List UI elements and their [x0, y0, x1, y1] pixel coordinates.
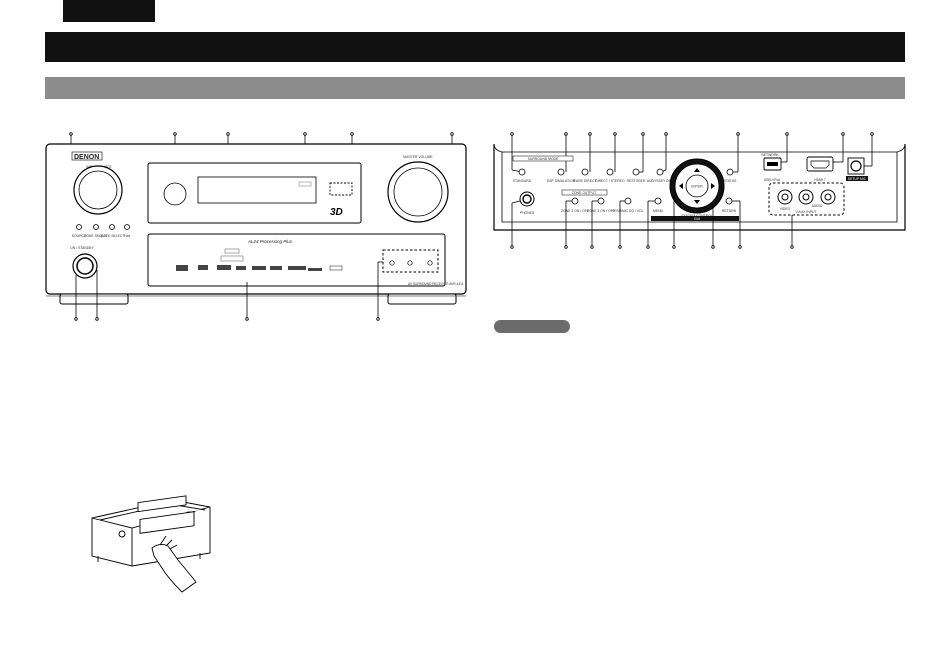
setup-mic-jack[interactable] [850, 160, 862, 172]
control-callout-lines-bottom [511, 196, 793, 246]
subsection-bar [45, 77, 905, 99]
section-title-bar [45, 32, 905, 62]
front-callout-markers-top [69, 132, 454, 136]
standard-label: STANDARD [513, 179, 532, 183]
zone-buttons-row: SOURCE ZONE SELECT QUICK SELECT Fwd [72, 224, 131, 238]
dsp-simulation-button[interactable] [557, 168, 565, 176]
restorer-button[interactable] [632, 168, 640, 176]
processing-text: AL24 Processing Plus [247, 239, 293, 244]
vaux-label: V.AUX INPUT [796, 210, 817, 214]
arrow-up-icon [694, 168, 700, 172]
enter-button [685, 174, 709, 198]
open-door-illustration [91, 495, 211, 593]
menu-label: MENU [653, 209, 664, 213]
direct-stereo-label: DIRECT / STEREO [595, 179, 625, 183]
setup-mic-label: SETUP MIC [848, 177, 867, 181]
phones-label: PHONES [520, 211, 535, 215]
3d-indicator-box [329, 182, 353, 196]
model-text: AV SURROUND RECEIVER AVR-4311 [408, 282, 464, 286]
video-label: VIDEO [780, 207, 791, 211]
zone3-button[interactable] [597, 197, 605, 205]
fwd-label: Fwd [124, 234, 131, 238]
pure-direct-label: PURE DIRECT [574, 179, 597, 183]
fwd-button[interactable] [124, 224, 130, 230]
audyssey-dsx-button[interactable] [656, 168, 664, 176]
fl-display [197, 176, 317, 204]
language-tab [63, 0, 155, 22]
zone-select-label: ZONE SELECT [84, 234, 108, 238]
usb-label: USB / iPod [764, 178, 781, 182]
system-control-pad[interactable]: ENTER [669, 158, 725, 214]
top-button-row: STANDARD DSP SIMULATION PURE DIRECT DIRE… [513, 168, 738, 183]
format-logos [176, 248, 343, 271]
source-label: SOURCE [72, 234, 87, 238]
vaux-jacks[interactable] [777, 189, 836, 205]
power-button[interactable] [72, 253, 98, 279]
vaux-input-box [768, 182, 845, 216]
master-volume-knob[interactable] [387, 161, 449, 223]
audio-label: AUDIO [812, 204, 823, 208]
menu-button[interactable] [654, 197, 662, 205]
zone2-label: ZONE 2 ON / OFF [561, 209, 589, 213]
dsp-simulation-label: DSP SIMULATION [547, 179, 576, 183]
foot-left [59, 293, 129, 305]
front-callout-lines-bottom [75, 261, 383, 318]
front-input-jacks-box [382, 249, 439, 273]
surround-mode-group-label: SURROUND MODE [528, 157, 559, 161]
arrow-left-icon [679, 183, 683, 189]
dynamic-eq-button[interactable] [624, 197, 632, 205]
status-button[interactable] [726, 168, 734, 176]
display-3d-label: 3D [330, 207, 343, 218]
standard-button[interactable] [518, 168, 526, 176]
zone-output-group-label: ZONE OUTPUT [572, 191, 596, 195]
zone2-button[interactable] [571, 197, 579, 205]
master-volume-label: MASTER VOLUME [403, 155, 433, 159]
input-source-knob[interactable] [73, 165, 123, 215]
arrow-right-icon [711, 183, 715, 189]
phones-jack[interactable] [519, 191, 535, 207]
audyssey-dsx-label: AUDYSSEY DSX [647, 179, 674, 183]
remote-sensor [163, 182, 187, 206]
zone-select-button[interactable] [93, 224, 99, 230]
brand-logo: DENON [74, 154, 99, 161]
return-label: RETURN [722, 209, 737, 213]
gui-bar [651, 216, 739, 221]
gui-label: GUI [694, 217, 700, 221]
front-panel-diagram: DENON INPUT SOURCE SOURCE ZONE SELECT QU… [45, 132, 467, 321]
source-button[interactable] [76, 224, 82, 230]
hdmi-label: HDMI 7 [814, 178, 826, 182]
zone3-label: ZONE 3 ON / OFF [587, 209, 615, 213]
foot-right [387, 293, 457, 305]
power-label: ON / STANDBY [70, 246, 94, 250]
quick-select-button[interactable] [109, 224, 115, 230]
direct-stereo-button[interactable] [606, 168, 614, 176]
arrow-down-icon [694, 200, 700, 204]
pure-direct-button[interactable] [581, 168, 589, 176]
note-label-pill [494, 320, 570, 333]
restorer-label: RESTORER [627, 179, 646, 183]
dynamic-eq-label: DYNAMIC EQ / VOL [612, 209, 643, 213]
status-label: STATUS [724, 179, 738, 183]
control-callout-lines-top [511, 135, 873, 173]
enter-label: ENTER [691, 185, 703, 189]
quick-select-label: QUICK SELECT [100, 234, 125, 238]
control-panel-diagram: SURROUND MODE STANDARD DSP SIMULATION PU… [493, 132, 906, 249]
network-label: NETWORK [761, 153, 779, 157]
front-door-panel[interactable] [147, 233, 446, 287]
return-button[interactable] [725, 197, 733, 205]
